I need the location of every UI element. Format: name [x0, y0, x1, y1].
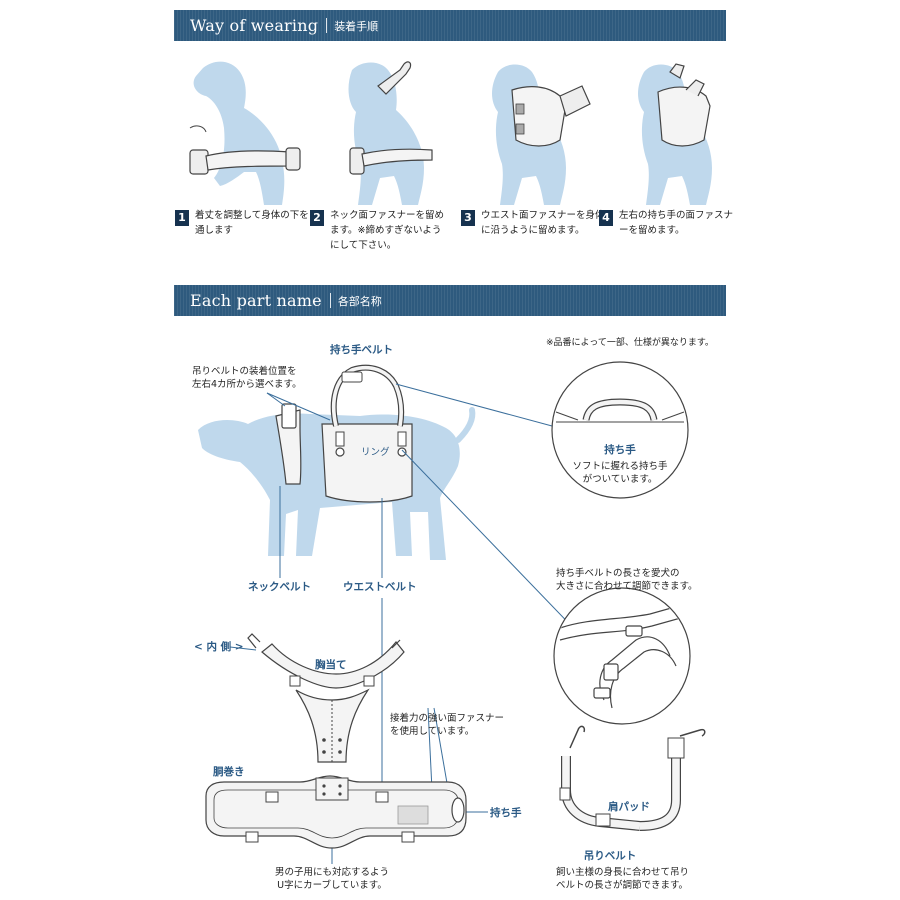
- section-title-divider: [326, 18, 328, 33]
- step-1: 1 着丈を調整して身体の下を通します: [175, 208, 313, 238]
- step4-dog-illustration: [638, 63, 712, 205]
- hang-belt-illustration: [559, 725, 706, 831]
- label-handle-belt: 持ち手ベルト: [330, 344, 393, 356]
- section-title-jp: 装着手順: [334, 19, 379, 33]
- step-3: 3 ウエスト面ファスナーを身体に沿うように留めます。: [461, 208, 609, 238]
- label-inside: < 内 側 >: [194, 641, 244, 653]
- belt-adjust-detail-circle: [553, 587, 691, 725]
- label-handle-right: 持ち手: [490, 807, 522, 819]
- label-shoulder-pad: 肩パッド: [608, 801, 650, 813]
- step-text: 左右の持ち手の面ファスナーを留めます。: [619, 210, 734, 236]
- label-handle-desc-1: ソフトに握れる持ち手: [572, 461, 668, 472]
- section-title-divider: [329, 293, 331, 308]
- label-waist-belt: ウエストベルト: [343, 581, 417, 593]
- label-body-wrap: 胴巻き: [213, 766, 245, 778]
- label-adjust-1: 持ち手ベルトの長さを愛犬の: [556, 568, 680, 579]
- label-fastener-2: を使用しています。: [390, 726, 475, 737]
- section-header-each-part-name: Each part name 各部名称: [174, 285, 726, 316]
- step1-dog-illustration: [189, 61, 301, 206]
- step3-dog-illustration: [492, 64, 591, 205]
- step-number: 1: [175, 210, 189, 226]
- handle-detail-circle: [551, 361, 689, 499]
- label-ushape-1: 男の子用にも対応するよう: [274, 867, 389, 878]
- label-fastener-1: 接着力の強い面ファスナー: [390, 713, 505, 724]
- label-hang-belt: 吊りベルト: [583, 850, 637, 862]
- label-ring: リング: [361, 447, 390, 458]
- label-handle-title: 持ち手: [604, 444, 636, 456]
- step-number: 3: [461, 210, 475, 226]
- section-header-way-of-wearing: Way of wearing 装着手順: [174, 10, 726, 41]
- section-title-jp: 各部名称: [337, 294, 382, 308]
- label-hang-position-2: 左右4カ所から選べます。: [192, 379, 302, 390]
- label-adjust-2: 大きさに合わせて調節できます。: [556, 581, 698, 592]
- step-number: 4: [599, 210, 613, 226]
- step-number: 2: [310, 210, 324, 226]
- label-handle-desc-2: がついています。: [582, 474, 658, 485]
- label-hang-desc-1: 飼い主様の身長に合わせて吊り: [556, 867, 690, 878]
- label-hang-desc-2: ベルトの長さが調節できます。: [556, 880, 689, 891]
- step2-dog-illustration: [348, 61, 433, 205]
- label-note: ※品番によって一部、仕様が異なります。: [546, 338, 714, 348]
- label-hang-position-1: 吊りベルトの装着位置を: [192, 366, 297, 377]
- body-wrap-illustration: [205, 775, 467, 849]
- parts-harness-on-dog: [275, 364, 413, 503]
- step-text: 着丈を調整して身体の下を通します: [195, 210, 309, 236]
- step-text: ネック面ファスナーを留めます。※締めすぎないようにして下さい。: [330, 210, 445, 251]
- section-title-en: Each part name: [190, 291, 322, 310]
- label-chest-pad: 胸当て: [315, 659, 347, 671]
- label-ushape-2: U字にカーブしています。: [277, 880, 387, 891]
- step-2: 2 ネック面ファスナーを留めます。※締めすぎないようにして下さい。: [310, 208, 448, 253]
- label-neck-belt: ネックベルト: [248, 581, 311, 593]
- section-title-en: Way of wearing: [190, 16, 319, 35]
- step-4: 4 左右の持ち手の面ファスナーを留めます。: [599, 208, 737, 238]
- step-text: ウエスト面ファスナーを身体に沿うように留めます。: [481, 210, 605, 236]
- chest-pad-illustration: [247, 633, 405, 763]
